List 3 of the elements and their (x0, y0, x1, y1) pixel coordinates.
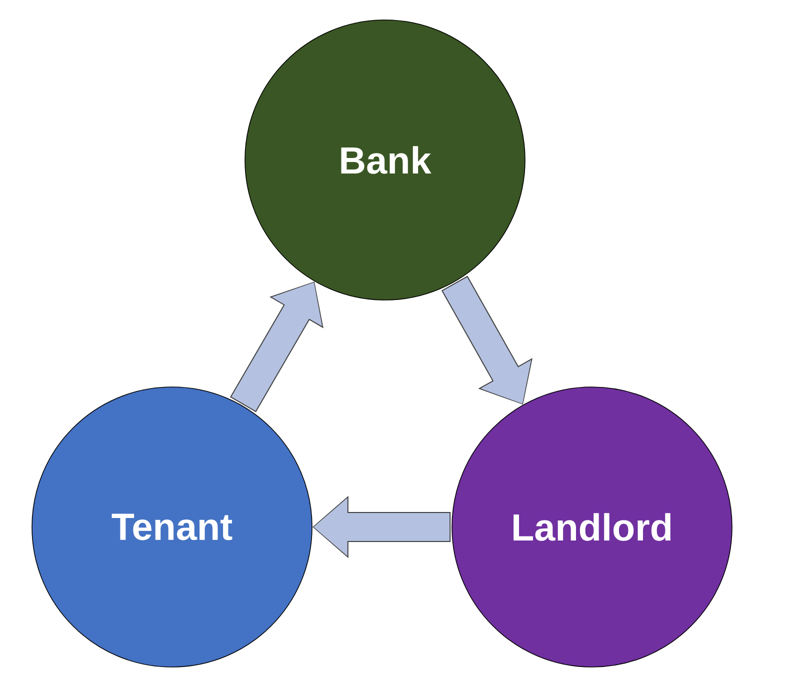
circle-node: Tenant (32, 386, 312, 668)
circle-node: Landlord (452, 386, 732, 668)
circle-node: Bank (244, 20, 526, 300)
